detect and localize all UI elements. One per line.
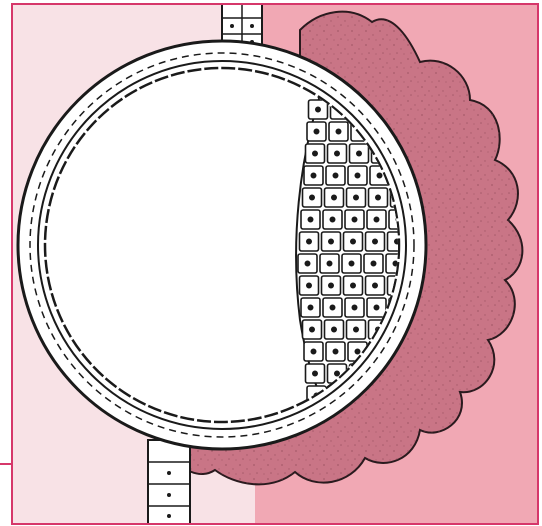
icm-cell-nucleus — [330, 217, 334, 221]
epithelial-cell-column-bottom — [148, 440, 190, 526]
icm-cell-nucleus — [313, 151, 317, 155]
icm-cell-nucleus — [357, 151, 361, 155]
icm-cell-nucleus — [354, 327, 358, 331]
icm-cell-nucleus — [373, 239, 377, 243]
icm-cell-nucleus — [376, 195, 380, 199]
icm-cell-nucleus — [335, 371, 339, 375]
background — [12, 4, 538, 526]
icm-cell-nucleus — [335, 151, 339, 155]
icm-cell-nucleus — [310, 195, 314, 199]
icm-cell-nucleus — [351, 283, 355, 287]
icm-cell-nucleus — [313, 371, 317, 375]
icm-cell-nucleus — [349, 261, 353, 265]
icm-cell-nucleus — [307, 283, 311, 287]
icm-cell-nucleus — [373, 283, 377, 287]
icm-cell-nucleus — [307, 239, 311, 243]
icm-cell-nucleus — [329, 239, 333, 243]
icm-cell-nucleus — [374, 305, 378, 309]
icm-cell-nucleus — [333, 349, 337, 353]
icm-cell-nucleus — [352, 305, 356, 309]
icm-cell-nucleus — [308, 305, 312, 309]
icm-cell-nucleus — [355, 173, 359, 177]
blastocyst — [18, 41, 426, 449]
icm-cell-nucleus — [305, 261, 309, 265]
icm-cell-nucleus — [308, 217, 312, 221]
icm-cell-nucleus — [333, 173, 337, 177]
icm-cell-nucleus — [354, 195, 358, 199]
icm-cell-nucleus — [371, 261, 375, 265]
icm-cell-nucleus — [336, 129, 340, 133]
icm-cell-nucleus — [355, 349, 359, 353]
icm-cell-nucleus — [310, 327, 314, 331]
icm-cell-nucleus — [316, 107, 320, 111]
icm-cell-nucleus — [351, 239, 355, 243]
icm-cell-nucleus — [352, 217, 356, 221]
icm-cell-nucleus — [332, 195, 336, 199]
icm-cell-nucleus — [330, 305, 334, 309]
icm-cell-nucleus — [374, 217, 378, 221]
icm-cell-nucleus — [311, 349, 315, 353]
icm-cell-nucleus — [377, 173, 381, 177]
icm-cell-nucleus — [314, 129, 318, 133]
icm-cell-nucleus — [311, 173, 315, 177]
icm-cell-nucleus — [327, 261, 331, 265]
icm-cell-nucleus — [329, 283, 333, 287]
icm-cell-nucleus — [332, 327, 336, 331]
